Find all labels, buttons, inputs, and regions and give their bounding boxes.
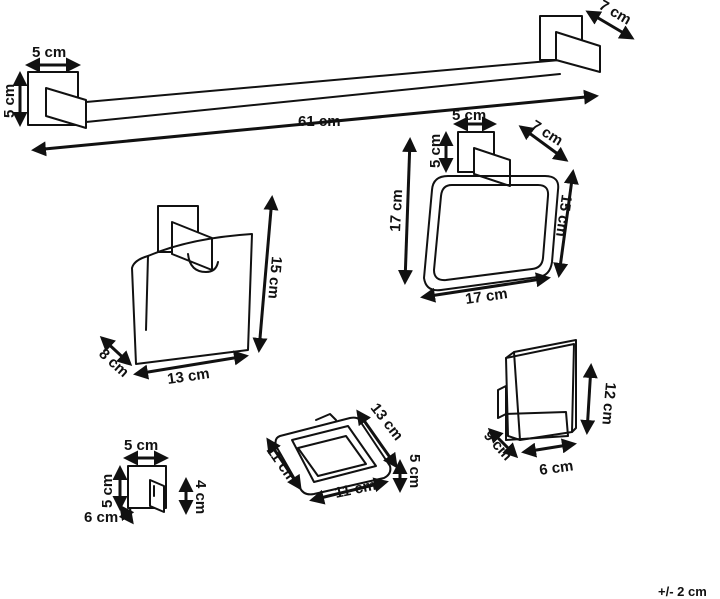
towel-ring-outer <box>423 175 560 292</box>
towel-ring-ring-height-arrow <box>553 169 579 278</box>
paper-holder-cover-curve <box>187 253 219 273</box>
soap-dish-width-bottom-label: 11 cm <box>333 477 377 502</box>
tumbler-mount <box>497 385 507 419</box>
towel-bar-mount-width-label: 5 cm <box>32 44 66 61</box>
paper-holder-height-label: 15 cm <box>264 256 285 300</box>
towel-bar-dimensions: 61 cm 5 cm 5 cm 7 cm <box>1 0 635 157</box>
paper-holder-width-arrow <box>133 350 249 380</box>
paper-holder <box>131 205 253 365</box>
robe-hook-width-label: 5 cm <box>124 437 158 454</box>
towel-ring-arm <box>473 147 511 187</box>
tumbler-width-arrow <box>521 438 577 458</box>
robe-hook-hook-height-label: 4 cm <box>192 480 209 514</box>
towel-ring-width-label: 17 cm <box>464 285 508 308</box>
paper-holder-depth-label: 8 cm <box>95 345 132 381</box>
tumbler-depth-arrow <box>487 427 519 459</box>
towel-ring-depth-arrow <box>518 125 569 162</box>
towel-bar <box>27 15 601 129</box>
tumbler-dimensions: 12 cm 9 cm 6 cm <box>480 363 619 479</box>
towel-ring <box>423 131 560 292</box>
towel-ring-width-arrow <box>420 272 551 303</box>
paper-holder-height-arrow <box>252 195 279 353</box>
towel-ring-ring-height-label: 15 cm <box>552 193 575 237</box>
tumbler-width-label: 6 cm <box>538 457 574 479</box>
robe-hook-arm <box>149 479 165 513</box>
soap-dish-dimensions: 13 cm 11 cm 11 cm 5 cm <box>263 400 423 505</box>
towel-ring-mount-height-label: 5 cm <box>427 134 444 168</box>
paper-holder-depth-arrow <box>99 335 133 367</box>
tumbler-depth-label: 9 cm <box>480 427 516 464</box>
tolerance-note: +/- 2 cm <box>658 584 707 599</box>
paper-holder-width-label: 13 cm <box>166 365 210 388</box>
tumbler-holder <box>505 411 569 441</box>
soap-dish-clip <box>315 413 337 421</box>
towel-bar-mount-height-label: 5 cm <box>1 84 18 118</box>
towel-bar-left-arm <box>45 87 87 129</box>
towel-ring-inner <box>433 184 550 282</box>
paper-holder-cover <box>131 233 253 365</box>
robe-hook-mount <box>127 465 167 509</box>
tumbler-height-label: 12 cm <box>598 382 619 426</box>
towel-ring-height-arrow <box>397 137 418 285</box>
tumbler-cup <box>505 343 575 441</box>
robe-hook-depth-label: 6 cm <box>84 509 118 526</box>
towel-bar-depth-arrow <box>585 10 635 40</box>
soap-dish-basin <box>291 425 377 483</box>
soap-dish-width-bottom-arrow <box>309 477 389 505</box>
tumbler-cup-edges <box>505 339 577 441</box>
robe-hook-depth-arrow <box>118 504 135 525</box>
towel-ring-height-label: 17 cm <box>387 189 406 232</box>
towel-bar-length-arrow <box>31 89 599 157</box>
robe-hook-dimensions: 5 cm 5 cm 6 cm 4 cm <box>84 437 209 526</box>
towel-bar-right-arm <box>555 31 601 73</box>
paper-holder-cover-edge <box>145 255 149 331</box>
soap-dish-length-label: 13 cm <box>367 400 407 444</box>
soap-dish-width-left-label: 11 cm <box>263 443 301 487</box>
tumbler-height-arrow <box>580 363 598 435</box>
soap-dish-length-arrow <box>356 409 398 469</box>
soap-dish-width-left-arrow <box>266 437 302 491</box>
towel-bar-depth-label: 7 cm <box>596 0 634 29</box>
paper-holder-dimensions: 15 cm 8 cm 13 cm <box>95 195 285 388</box>
tumbler <box>497 339 577 441</box>
robe-hook <box>127 465 167 513</box>
towel-bar-length-label: 61 cm <box>298 113 341 130</box>
soap-dish-height-label: 5 cm <box>406 454 423 488</box>
robe-hook-height-label: 5 cm <box>99 474 116 508</box>
towel-ring-mount-width-label: 5 cm <box>452 107 486 124</box>
